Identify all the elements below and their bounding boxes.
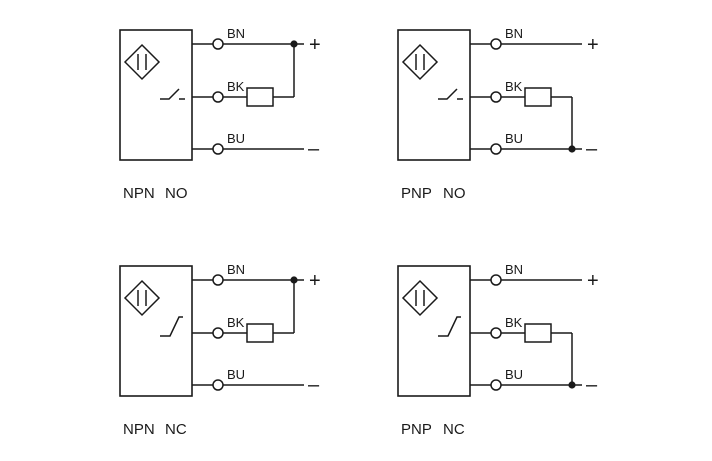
terminal-icon [212, 143, 224, 155]
terminal-icon [212, 327, 224, 339]
output-type-label: PNP [401, 421, 432, 438]
contact-type-label: NO [165, 185, 188, 202]
sensor-body [397, 29, 471, 161]
sensor-face-icon [401, 43, 439, 81]
wire-label: BK [505, 79, 523, 94]
wire-label: BN [505, 262, 523, 277]
wire-label: BK [505, 315, 523, 330]
junction-dot [290, 40, 298, 48]
terminal-icon [212, 38, 224, 50]
wire-label: BU [505, 131, 523, 146]
load-resistor [246, 87, 274, 107]
junction-dot [290, 276, 298, 284]
diagram-npn-no: BN BK BU + – NPN NO [119, 26, 321, 202]
wire-label: BU [505, 367, 523, 382]
output-type-label: NPN [123, 421, 155, 438]
wire-label: BK [227, 315, 245, 330]
negative-sign: – [308, 374, 320, 396]
wire-label: BN [505, 26, 523, 41]
terminal-icon [490, 38, 502, 50]
contact-type-label: NO [443, 185, 466, 202]
terminal-icon [212, 274, 224, 286]
diagram-npn-nc: BN BK BU + – NPN NC [119, 262, 321, 438]
load-resistor [524, 323, 552, 343]
wire-label: BU [227, 131, 245, 146]
junction-dot [568, 145, 576, 153]
terminal-icon [490, 274, 502, 286]
normally-open-contact-icon [438, 88, 463, 100]
wire-label: BU [227, 367, 245, 382]
sensor-face-icon [123, 279, 161, 317]
contact-type-label: NC [443, 421, 465, 438]
terminal-icon [490, 379, 502, 391]
normally-closed-contact-icon [438, 316, 461, 337]
diagram-pnp-no: BN BK BU + – PNP NO [397, 26, 599, 202]
positive-sign: + [587, 270, 599, 292]
positive-sign: + [587, 34, 599, 56]
junction-dot [568, 381, 576, 389]
terminal-icon [490, 327, 502, 339]
sensor-face-icon [401, 279, 439, 317]
contact-type-label: NC [165, 421, 187, 438]
output-type-label: PNP [401, 185, 432, 202]
terminal-icon [212, 91, 224, 103]
positive-sign: + [309, 270, 321, 292]
wire-label: BK [227, 79, 245, 94]
terminal-icon [490, 143, 502, 155]
normally-open-contact-icon [160, 88, 185, 100]
wire-label: BN [227, 26, 245, 41]
diagram-pnp-nc: BN BK BU + – PNP NC [397, 262, 599, 438]
sensor-body [397, 265, 471, 397]
sensor-body [119, 29, 193, 161]
negative-sign: – [586, 138, 598, 160]
sensor-face-icon [123, 43, 161, 81]
sensor-body [119, 265, 193, 397]
load-resistor [246, 323, 274, 343]
terminal-icon [490, 91, 502, 103]
wire-label: BN [227, 262, 245, 277]
load-resistor [524, 87, 552, 107]
output-type-label: NPN [123, 185, 155, 202]
normally-closed-contact-icon [160, 316, 183, 337]
terminal-icon [212, 379, 224, 391]
negative-sign: – [308, 138, 320, 160]
positive-sign: + [309, 34, 321, 56]
negative-sign: – [586, 374, 598, 396]
